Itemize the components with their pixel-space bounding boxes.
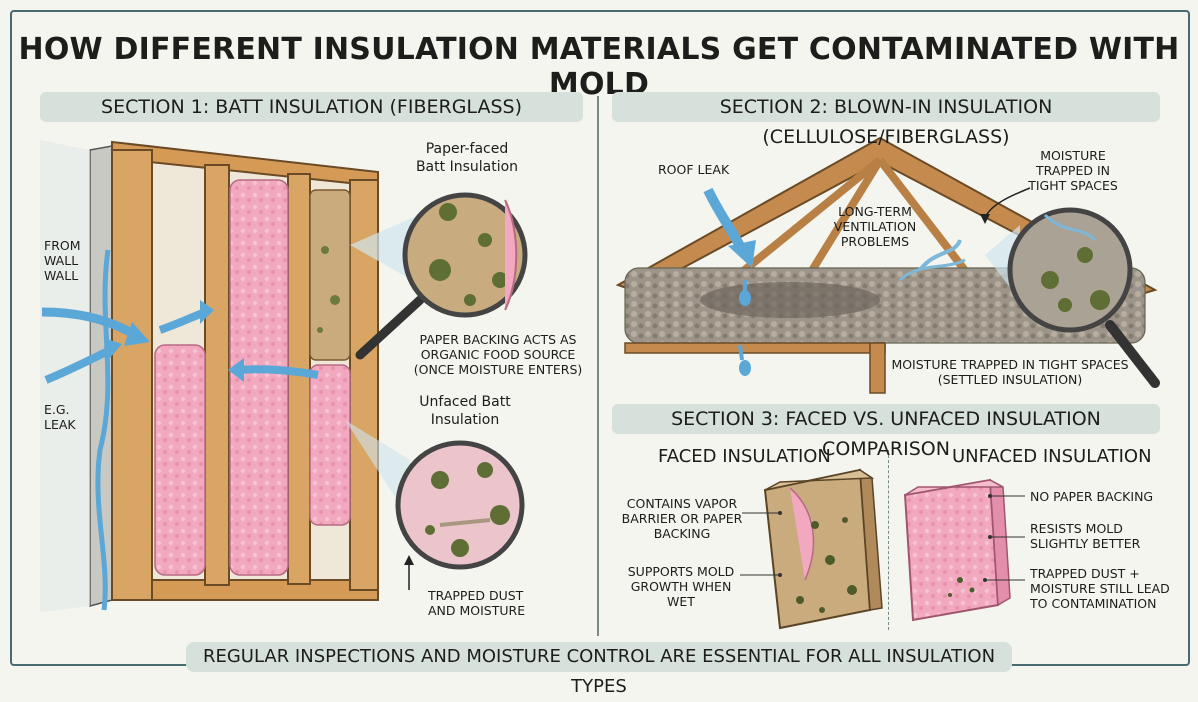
faced-insulation-block bbox=[763, 468, 883, 630]
trapped-dust-label: TRAPPED DUST AND MOISTURE bbox=[428, 588, 526, 618]
trapped-dust-moisture-label: TRAPPED DUST + MOISTURE STILL LEAD TO CO… bbox=[1030, 566, 1170, 611]
illustration-canvas bbox=[40, 136, 1160, 630]
batt-wall-illustration bbox=[40, 140, 379, 612]
attic-illustration bbox=[615, 136, 1160, 394]
vapor-barrier-label: CONTAINS VAPOR BARRIER OR PAPER BACKING bbox=[621, 496, 743, 541]
section3-dashed-divider bbox=[888, 450, 889, 630]
paper-backing-label: PAPER BACKING ACTS AS ORGANIC FOOD SOURC… bbox=[413, 332, 583, 377]
unfaced-batt-label: Unfaced Batt Insulation bbox=[419, 394, 511, 428]
no-paper-label: NO PAPER BACKING bbox=[1030, 489, 1154, 504]
eg-leak-label: E.G. LEAK bbox=[44, 402, 76, 432]
unfaced-insulation-block bbox=[903, 478, 1011, 622]
settled-insulation-label: MOISTURE TRAPPED IN TIGHT SPACES (SETTLE… bbox=[891, 357, 1129, 387]
unfaced-insulation-title: UNFACED INSULATION bbox=[952, 446, 1152, 467]
moisture-trapped-label: MOISTURE TRAPPED IN TIGHT SPACES bbox=[1028, 148, 1118, 193]
paper-faced-magnifier bbox=[350, 192, 528, 360]
unfaced-magnifier bbox=[345, 420, 525, 590]
faced-insulation-title: FACED INSULATION bbox=[658, 446, 831, 467]
supports-mold-label: SUPPORTS MOLD GROWTH WHEN WET bbox=[627, 564, 735, 609]
vertical-divider bbox=[597, 96, 599, 636]
from-wall-label: FROM WALL WALL bbox=[44, 238, 81, 283]
ventilation-label: LONG-TERM VENTILATION PROBLEMS bbox=[833, 204, 917, 249]
section2-heading: SECTION 2: BLOWN-IN INSULATION (CELLULOS… bbox=[612, 92, 1160, 148]
section1-heading: SECTION 1: BATT INSULATION (FIBERGLASS) bbox=[40, 92, 583, 122]
roof-leak-label: ROOF LEAK bbox=[658, 162, 730, 177]
resists-mold-label: RESISTS MOLD SLIGHTLY BETTER bbox=[1030, 521, 1141, 551]
paper-faced-label: Paper-faced Batt Insulation bbox=[415, 141, 519, 175]
footer-banner: REGULAR INSPECTIONS AND MOISTURE CONTROL… bbox=[186, 642, 1012, 697]
section3-pointers bbox=[740, 494, 1025, 582]
section3-heading: SECTION 3: FACED VS. UNFACED INSULATION … bbox=[612, 404, 1160, 460]
